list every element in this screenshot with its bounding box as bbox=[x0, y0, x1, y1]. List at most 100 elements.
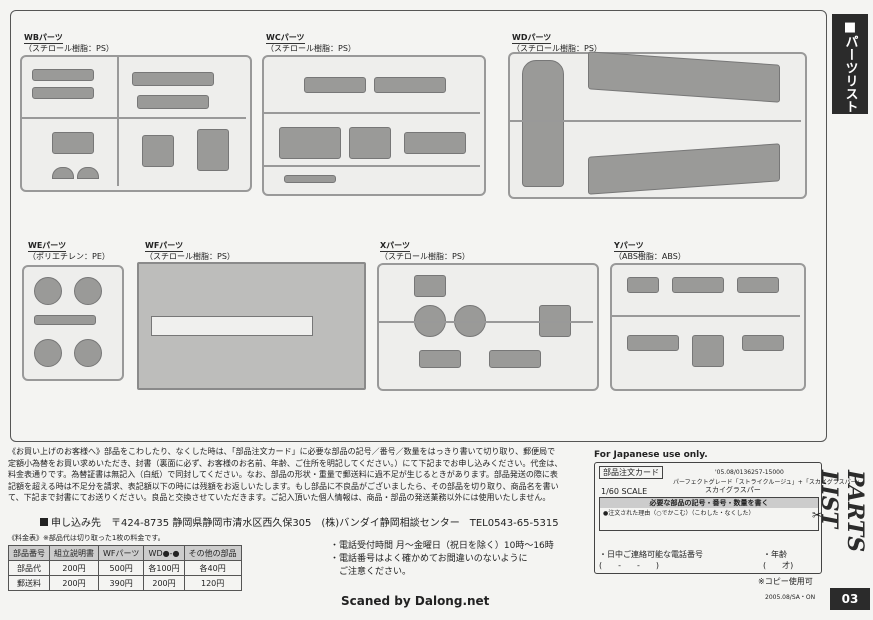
hours-line: ご注意ください。 bbox=[330, 567, 412, 577]
wd-name: WDパーツ bbox=[512, 33, 552, 44]
parts-list-tab: ■パーツリスト bbox=[832, 14, 868, 114]
product-name: パーフェクトグレード「ストライクルージュ」+「スカイグラスパー」 bbox=[673, 479, 863, 486]
order-card-title: 部品注文カード bbox=[599, 466, 663, 479]
table-row: 部品番号 組立説明書 WFパーツ WD●-● その他の部品 bbox=[8, 545, 242, 561]
part bbox=[588, 143, 780, 195]
contact-address: 〒424-8735 静岡県静岡市清水区西久保305 (株)バンダイ静岡相談センタ… bbox=[111, 518, 559, 529]
notice-line: 記額を超える時は不足分を請求、表記額以下の時には残額をお返しいたします。もし部品… bbox=[8, 481, 559, 491]
wf-runner bbox=[137, 262, 366, 390]
wf-material: （スチロール樹脂：PS） bbox=[145, 252, 235, 261]
part bbox=[374, 77, 446, 93]
entry-header: 必要な部品の記号・番号・数量を書く bbox=[600, 498, 818, 508]
table-row: 郵送料 200円 390円 200円 120円 bbox=[8, 575, 242, 591]
age-field[interactable]: ( 才) bbox=[763, 561, 794, 570]
y-label: Yパーツ （ABS樹脂：ABS） bbox=[614, 241, 686, 262]
wd-runner bbox=[508, 51, 807, 199]
part bbox=[349, 127, 391, 159]
wf-label: WFパーツ （スチロール樹脂：PS） bbox=[145, 241, 235, 262]
notice-line: 料金表通りです。為替証書は無記入（白紙）で同封してください。なお、部品の形状・重… bbox=[8, 470, 558, 479]
sprue bbox=[264, 165, 480, 167]
table-cell: WFパーツ bbox=[97, 545, 145, 561]
table-cell: 部品番号 bbox=[8, 545, 50, 561]
wb-material: （スチロール樹脂：PS） bbox=[24, 44, 114, 53]
part bbox=[32, 69, 94, 81]
part bbox=[489, 350, 541, 368]
table-cell: 各40円 bbox=[183, 560, 242, 576]
notice-line: 定額小為替をお買い求めいただき、封書（裏面に必ず、お客様のお名前、年齢、ご住所を… bbox=[8, 458, 563, 468]
table-cell: 郵送料 bbox=[8, 575, 50, 591]
table-cell: 200円 bbox=[49, 560, 99, 576]
wc-name: WCパーツ bbox=[266, 33, 305, 44]
table-cell: 390円 bbox=[97, 575, 145, 591]
sprue bbox=[22, 117, 246, 119]
parts-list-title: PARTS LIST bbox=[816, 470, 868, 553]
part bbox=[52, 132, 94, 154]
wd-material: （スチロール樹脂：PS） bbox=[512, 44, 602, 53]
x-name: Xパーツ bbox=[380, 241, 411, 252]
reason-line: ●注文された理由（○でかこむ）（こわした・なくした） bbox=[603, 510, 755, 517]
page-number: 03 bbox=[830, 588, 870, 610]
y-runner bbox=[610, 263, 806, 391]
sprue bbox=[264, 112, 480, 114]
fee-table: 部品番号 組立説明書 WFパーツ WD●-● その他の部品 部品代 200円 5… bbox=[8, 545, 242, 591]
parts-frame bbox=[10, 10, 827, 442]
part bbox=[32, 87, 94, 99]
phone-hours: ・電話受付時間 月～金曜日（祝日を除く）10時～16時 ・電話番号はよく確かめて… bbox=[330, 540, 554, 579]
notice-line: 《お買い上げのお客様へ》部品をこわしたり、なくした時は、「部品注文カード」に必要… bbox=[8, 447, 556, 456]
part bbox=[588, 51, 780, 103]
contact-info: 申し込み先 〒424-8735 静岡県静岡市清水区西久保305 (株)バンダイ静… bbox=[40, 514, 559, 529]
x-material: （スチロール樹脂：PS） bbox=[380, 252, 470, 261]
table-cell: その他の部品 bbox=[183, 545, 242, 561]
contact-label: 申し込み先 bbox=[51, 518, 101, 529]
part bbox=[52, 167, 74, 179]
we-label: WEパーツ （ポリエチレン：PE） bbox=[28, 241, 110, 262]
part bbox=[142, 135, 174, 167]
we-runner bbox=[22, 265, 124, 381]
sprue bbox=[379, 321, 593, 323]
part bbox=[304, 77, 366, 93]
part bbox=[692, 335, 724, 367]
scan-credit: Scaned by Dalong.net bbox=[341, 594, 490, 608]
y-material: （ABS樹脂：ABS） bbox=[614, 252, 686, 261]
part bbox=[77, 167, 99, 179]
phone-field[interactable]: ( - - ) bbox=[599, 561, 660, 570]
part bbox=[74, 339, 102, 367]
table-cell: 組立説明書 bbox=[49, 545, 99, 561]
order-card: 部品注文カード '05.08/0136257-15000 パーフェクトグレード「… bbox=[594, 462, 863, 574]
y-name: Yパーツ bbox=[614, 241, 644, 252]
sprue bbox=[117, 57, 119, 186]
part bbox=[672, 277, 724, 293]
wc-material: （スチロール樹脂：PS） bbox=[266, 44, 356, 53]
part bbox=[737, 277, 779, 293]
product-sub: スカイグラスパー bbox=[705, 486, 761, 494]
customer-notice: 《お買い上げのお客様へ》部品をこわしたり、なくした時は、「部品注文カード」に必要… bbox=[8, 446, 590, 504]
japanese-only-note: For Japanese use only. bbox=[594, 450, 708, 460]
part bbox=[279, 127, 341, 159]
sprue bbox=[510, 120, 801, 122]
product-code: '05.08/0136257-15000 bbox=[715, 469, 784, 476]
part bbox=[34, 339, 62, 367]
part bbox=[419, 350, 461, 368]
square-bullet-icon bbox=[40, 518, 48, 526]
part bbox=[197, 129, 229, 171]
part bbox=[34, 315, 96, 325]
part bbox=[34, 277, 62, 305]
table-cell: 120円 bbox=[183, 575, 242, 591]
we-name: WEパーツ bbox=[28, 241, 67, 252]
table-cell: 200円 bbox=[143, 575, 185, 591]
parts-entry-box[interactable]: 必要な部品の記号・番号・数量を書く ●注文された理由（○でかこむ）（こわした・な… bbox=[599, 497, 819, 531]
part bbox=[404, 132, 466, 154]
part bbox=[132, 72, 214, 86]
part bbox=[522, 60, 564, 187]
part bbox=[627, 335, 679, 351]
date-code: 2005.08/SA・ON bbox=[765, 594, 816, 601]
x-runner bbox=[377, 263, 599, 391]
tab-label: ■パーツリスト bbox=[842, 20, 858, 113]
x-label: Xパーツ （スチロール樹脂：PS） bbox=[380, 241, 470, 262]
part bbox=[137, 95, 209, 109]
scissors-icon: ✂ bbox=[812, 508, 823, 522]
part bbox=[627, 277, 659, 293]
table-cell: WD●-● bbox=[143, 545, 185, 561]
fee-caption: 《料金表》※部品代は切り取った1枚の料金です。 bbox=[8, 534, 165, 542]
table-row: 部品代 200円 500円 各100円 各40円 bbox=[8, 560, 242, 576]
